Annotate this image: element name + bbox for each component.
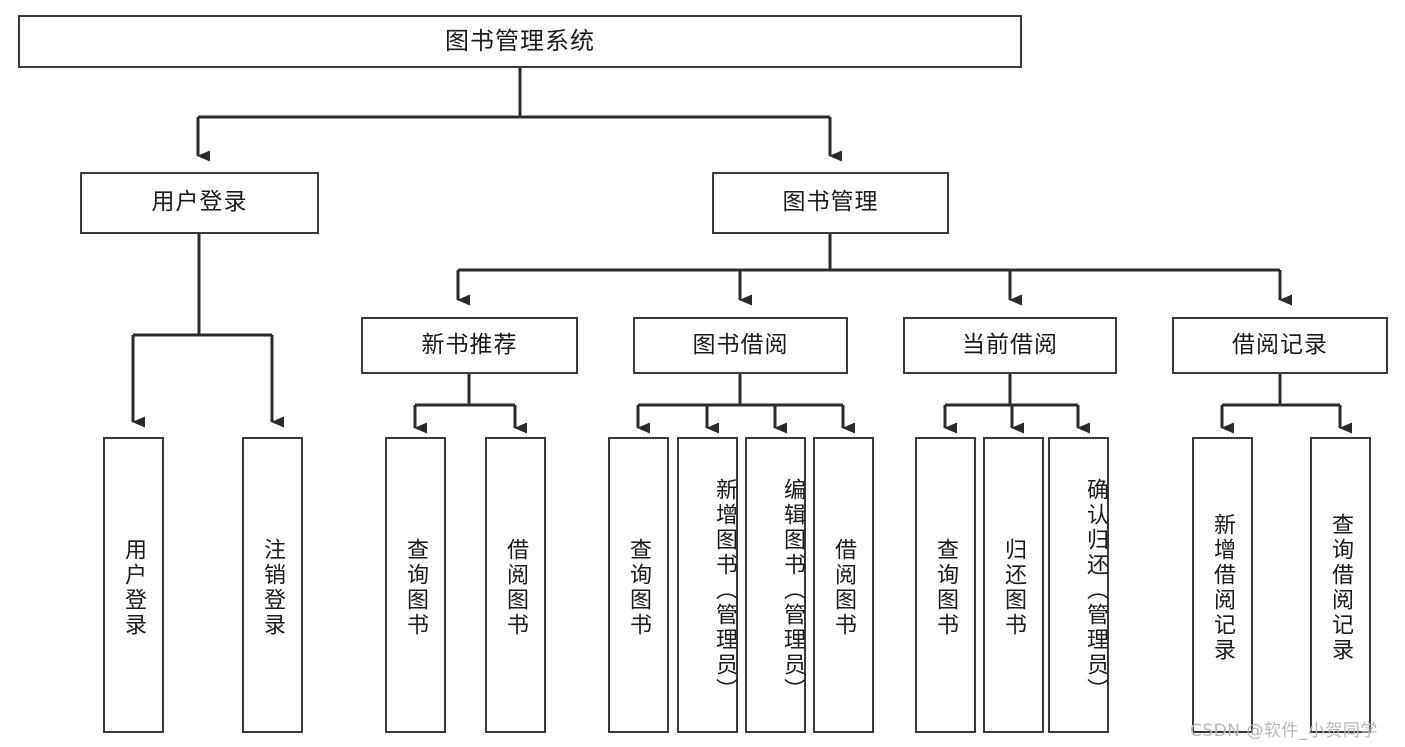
node-label: 查询借阅记录 <box>1328 513 1354 663</box>
node-label: 查询图书 <box>626 538 652 638</box>
csdn-watermark: CSDN @软件_小贺同学 <box>1190 721 1378 741</box>
node-label: 查询图书 <box>403 538 429 638</box>
leaf-book-borrow-add-book-admin[interactable]: 新增图书（管理员） <box>677 437 738 733</box>
vert-text-wrap: 用户登录 <box>105 445 162 731</box>
vert-text-wrap: 查询图书 <box>917 445 974 731</box>
leaf-book-borrow-borrow-book[interactable]: 借阅图书 <box>813 437 874 733</box>
node-label: 新增图书（管理员） <box>712 477 737 703</box>
node-borrow-record[interactable]: 借阅记录 <box>1172 317 1388 374</box>
node-label: 图书借阅 <box>692 331 789 358</box>
leaf-book-borrow-edit-book-admin[interactable]: 编辑图书（管理员） <box>745 437 806 733</box>
vert-text-wrap: 归还图书 <box>985 445 1042 731</box>
leaf-new-book-borrow-book[interactable]: 借阅图书 <box>485 437 546 733</box>
node-label: 注销登录 <box>260 538 286 638</box>
vert-text-wrap: 查询图书 <box>387 445 444 731</box>
node-root-book-management-system[interactable]: 图书管理系统 <box>18 15 1022 68</box>
node-label: 新增借阅记录 <box>1210 513 1236 663</box>
leaf-current-borrow-return-book[interactable]: 归还图书 <box>983 437 1044 733</box>
leaf-new-book-query-book[interactable]: 查询图书 <box>385 437 446 733</box>
node-book-borrow[interactable]: 图书借阅 <box>633 317 848 374</box>
vert-text-wrap: 编辑图书（管理员） <box>747 445 805 731</box>
node-label: 用户登录 <box>151 189 248 216</box>
leaf-borrow-record-query-record[interactable]: 查询借阅记录 <box>1310 437 1371 733</box>
leaf-user-login-login[interactable]: 用户登录 <box>103 437 164 733</box>
node-label: 借阅图书 <box>831 538 857 638</box>
node-book-management[interactable]: 图书管理 <box>712 172 949 234</box>
node-label: 借阅记录 <box>1232 331 1328 358</box>
vert-text-wrap: 查询图书 <box>610 445 667 731</box>
node-label: 归还图书 <box>1001 538 1027 638</box>
node-label: 用户登录 <box>121 538 147 638</box>
vert-text-wrap: 新增借阅记录 <box>1194 445 1251 731</box>
node-label: 确认归还（管理员） <box>1083 477 1108 703</box>
node-label: 图书管理 <box>782 189 879 216</box>
node-user-login[interactable]: 用户登录 <box>80 172 319 234</box>
node-label: 新书推荐 <box>421 331 518 358</box>
node-new-book-recommend[interactable]: 新书推荐 <box>361 317 578 374</box>
vert-text-wrap: 查询借阅记录 <box>1312 445 1369 731</box>
vert-text-wrap: 注销登录 <box>244 445 301 731</box>
node-label: 当前借阅 <box>962 331 1058 358</box>
leaf-book-borrow-query-book[interactable]: 查询图书 <box>608 437 669 733</box>
node-current-borrow[interactable]: 当前借阅 <box>903 317 1117 374</box>
vert-text-wrap: 新增图书（管理员） <box>679 445 737 731</box>
leaf-current-borrow-query-book[interactable]: 查询图书 <box>915 437 976 733</box>
node-label: 编辑图书（管理员） <box>780 477 805 703</box>
node-label: 查询图书 <box>933 538 959 638</box>
vert-text-wrap: 确认归还（管理员） <box>1050 445 1108 731</box>
vert-text-wrap: 借阅图书 <box>815 445 872 731</box>
node-label: 图书管理系统 <box>445 27 595 56</box>
node-label: 借阅图书 <box>503 538 529 638</box>
leaf-borrow-record-add-record[interactable]: 新增借阅记录 <box>1192 437 1253 733</box>
leaf-user-login-logout[interactable]: 注销登录 <box>242 437 303 733</box>
vert-text-wrap: 借阅图书 <box>487 445 544 731</box>
leaf-current-borrow-confirm-return-admin[interactable]: 确认归还（管理员） <box>1048 437 1109 733</box>
